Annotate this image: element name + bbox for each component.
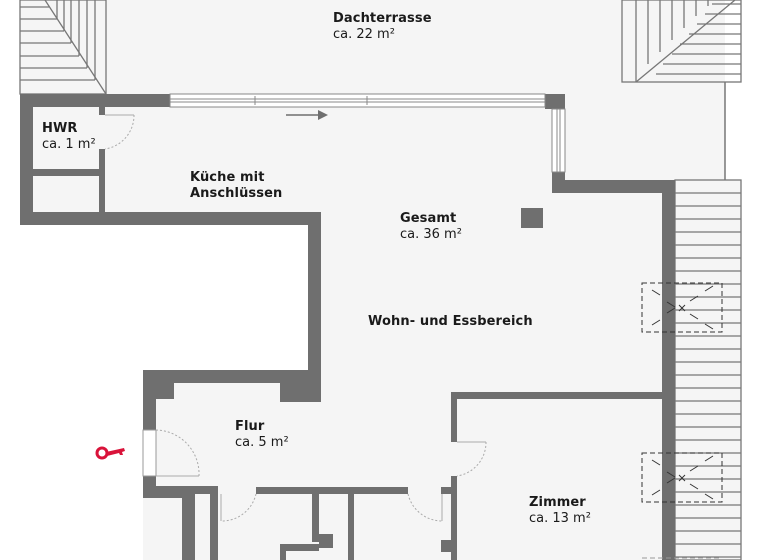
room-name: Flur — [235, 419, 265, 434]
room-label-dachterrasse: Dachterrasse ca. 22 m² — [333, 11, 432, 43]
doors — [104, 114, 487, 522]
room-area: ca. 36 m² — [400, 227, 462, 242]
skylight-lower — [641, 452, 723, 503]
roof-hatch-top-right — [621, 0, 742, 83]
room-name: Dachterrasse — [333, 11, 432, 26]
floor-areas — [20, 0, 741, 560]
room-label-wohn-essbereich: Wohn- und Essbereich — [368, 314, 533, 330]
skylight-upper — [641, 282, 723, 333]
walls — [20, 94, 675, 560]
room-name: Zimmer — [529, 495, 586, 510]
window-right — [551, 108, 566, 173]
key-icon — [95, 446, 125, 460]
room-label-flur: Flur ca. 5 m² — [235, 419, 289, 451]
room-name: HWR — [42, 121, 78, 136]
room-name-line2: Anschlüssen — [190, 186, 283, 201]
room-label-kueche: Küche mit Anschlüssen — [190, 170, 282, 202]
room-name: Gesamt — [400, 211, 457, 226]
room-name: Wohn- und Essbereich — [368, 314, 533, 329]
room-area: ca. 5 m² — [235, 435, 289, 450]
arrow-right-icon — [286, 110, 328, 120]
room-name: Küche mit — [190, 170, 265, 185]
room-area: ca. 13 m² — [529, 511, 591, 526]
room-label-hwr: HWR ca. 1 m² — [42, 121, 96, 153]
room-label-gesamt: Gesamt ca. 36 m² — [400, 211, 462, 243]
room-area: ca. 22 m² — [333, 27, 395, 42]
window-top — [169, 93, 546, 108]
room-area: ca. 1 m² — [42, 137, 96, 152]
room-label-zimmer: Zimmer ca. 13 m² — [529, 495, 591, 527]
